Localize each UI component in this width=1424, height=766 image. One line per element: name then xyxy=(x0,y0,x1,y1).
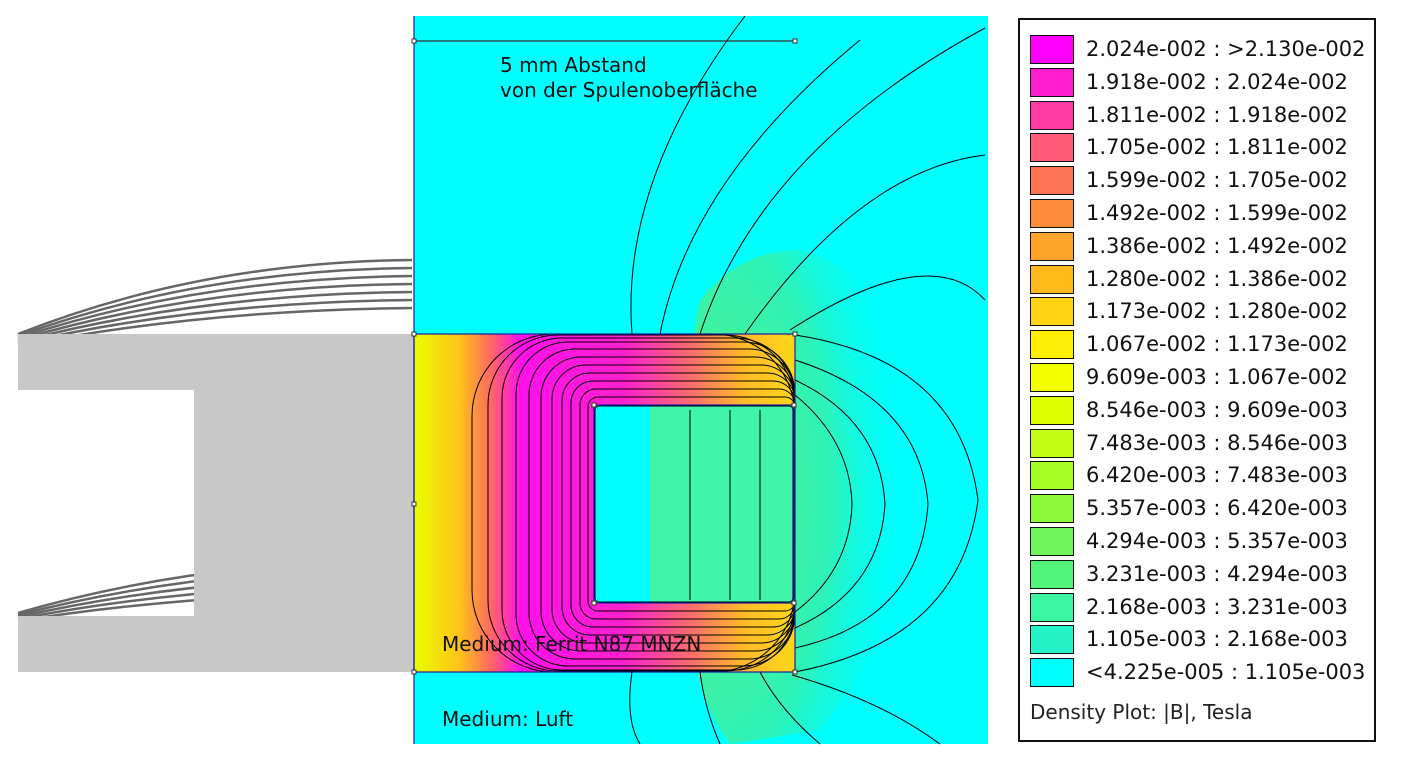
legend-swatch xyxy=(1030,592,1074,622)
legend-range-label: 1.599e-002 : 1.705e-002 xyxy=(1086,168,1348,193)
legend-swatch xyxy=(1030,658,1074,688)
legend-range-label: 1.173e-002 : 1.280e-002 xyxy=(1086,299,1348,324)
legend-swatch xyxy=(1030,166,1074,196)
density-plot: 5 mm Abstand von der Spulenoberfläche Me… xyxy=(411,15,988,745)
legend-range-label: 6.420e-003 : 7.483e-003 xyxy=(1086,463,1348,488)
legend-entry: 2.024e-002 : >2.130e-002 xyxy=(1030,34,1370,65)
legend-entry: 4.294e-003 : 5.357e-003 xyxy=(1030,526,1370,557)
legend-range-label: 5.357e-003 : 6.420e-003 xyxy=(1086,496,1348,521)
legend-entry: 9.609e-003 : 1.067e-002 xyxy=(1030,362,1370,393)
legend-range-label: 1.067e-002 : 1.173e-002 xyxy=(1086,332,1348,357)
legend-swatch xyxy=(1030,35,1074,64)
legend-range-label: 7.483e-003 : 8.546e-003 xyxy=(1086,430,1348,455)
legend-swatch xyxy=(1030,133,1074,163)
legend-range-label: 8.546e-003 : 9.609e-003 xyxy=(1086,397,1348,422)
legend-range-label: 2.168e-003 : 3.231e-003 xyxy=(1086,594,1348,619)
legend-swatch xyxy=(1030,461,1074,491)
flux-lines-air xyxy=(629,15,986,745)
legend-entry: <4.225e-005 : 1.105e-003 xyxy=(1030,657,1370,688)
winding-arcs-top xyxy=(17,258,413,348)
medium-air-label: Medium: Luft xyxy=(442,707,573,731)
legend-entry: 1.811e-002 : 1.918e-002 xyxy=(1030,100,1370,131)
legend-entry: 2.168e-003 : 3.231e-003 xyxy=(1030,592,1370,623)
legend-range-label: 3.231e-003 : 4.294e-003 xyxy=(1086,561,1348,586)
distance-label-line1: 5 mm Abstand xyxy=(500,53,647,77)
legend-swatch xyxy=(1030,231,1074,261)
legend-swatch xyxy=(1030,494,1074,524)
density-legend: 2.024e-002 : >2.130e-002 1.918e-002 : 2.0… xyxy=(1018,18,1376,742)
legend-swatch xyxy=(1030,625,1074,655)
coil-illustration xyxy=(17,258,414,672)
node-markers xyxy=(411,38,798,675)
legend-swatch xyxy=(1030,67,1074,97)
legend-entry: 6.420e-003 : 7.483e-003 xyxy=(1030,460,1370,491)
legend-range-label: 1.811e-002 : 1.918e-002 xyxy=(1086,102,1348,127)
legend-entry: 1.173e-002 : 1.280e-002 xyxy=(1030,296,1370,327)
legend-range-label: 1.705e-002 : 1.811e-002 xyxy=(1086,135,1348,160)
legend-entry: 1.105e-003 : 2.168e-003 xyxy=(1030,624,1370,655)
legend-entry: 5.357e-003 : 6.420e-003 xyxy=(1030,493,1370,524)
legend-entry: 8.546e-003 : 9.609e-003 xyxy=(1030,395,1370,426)
legend-swatch xyxy=(1030,559,1074,589)
legend-swatch xyxy=(1030,428,1074,458)
legend-entry: 1.599e-002 : 1.705e-002 xyxy=(1030,165,1370,196)
legend-entry: 1.386e-002 : 1.492e-002 xyxy=(1030,231,1370,262)
legend-swatch xyxy=(1030,395,1074,425)
legend-swatch xyxy=(1030,527,1074,556)
legend-range-label: 9.609e-003 : 1.067e-002 xyxy=(1086,365,1348,389)
legend-swatch xyxy=(1030,264,1074,294)
legend-swatch xyxy=(1030,363,1074,392)
legend-caption: Density Plot: |B|, Tesla xyxy=(1030,700,1253,724)
legend-entry: 1.492e-002 : 1.599e-002 xyxy=(1030,198,1370,229)
legend-range-label: 4.294e-003 : 5.357e-003 xyxy=(1086,529,1348,553)
legend-swatch xyxy=(1030,199,1074,228)
distance-label-line2: von der Spulenoberfläche xyxy=(500,78,758,102)
coil-core-section xyxy=(18,334,414,672)
legend-entry: 3.231e-003 : 4.294e-003 xyxy=(1030,559,1370,590)
legend-range-label: 2.024e-002 : >2.130e-002 xyxy=(1086,37,1366,61)
ferrite-core-region xyxy=(414,334,795,672)
legend-entry: 1.067e-002 : 1.173e-002 xyxy=(1030,329,1370,360)
legend-range-label: 1.918e-002 : 2.024e-002 xyxy=(1086,69,1348,94)
legend-entry: 1.705e-002 : 1.811e-002 xyxy=(1030,132,1370,163)
legend-entry: 7.483e-003 : 8.546e-003 xyxy=(1030,428,1370,459)
legend-range-label: 1.105e-003 : 2.168e-003 xyxy=(1086,627,1348,652)
legend-range-label: <4.225e-005 : 1.105e-003 xyxy=(1086,660,1366,685)
legend-range-label: 1.280e-002 : 1.386e-002 xyxy=(1086,266,1348,291)
legend-entry: 1.280e-002 : 1.386e-002 xyxy=(1030,264,1370,295)
legend-swatch xyxy=(1030,330,1074,360)
medium-core-label: Medium: Ferrit N87 MNZN xyxy=(442,632,701,656)
legend-entry: 1.918e-002 : 2.024e-002 xyxy=(1030,67,1370,98)
legend-swatch xyxy=(1030,100,1074,130)
legend-range-label: 1.492e-002 : 1.599e-002 xyxy=(1086,201,1348,225)
legend-swatch xyxy=(1030,297,1074,327)
legend-range-label: 1.386e-002 : 1.492e-002 xyxy=(1086,233,1348,258)
